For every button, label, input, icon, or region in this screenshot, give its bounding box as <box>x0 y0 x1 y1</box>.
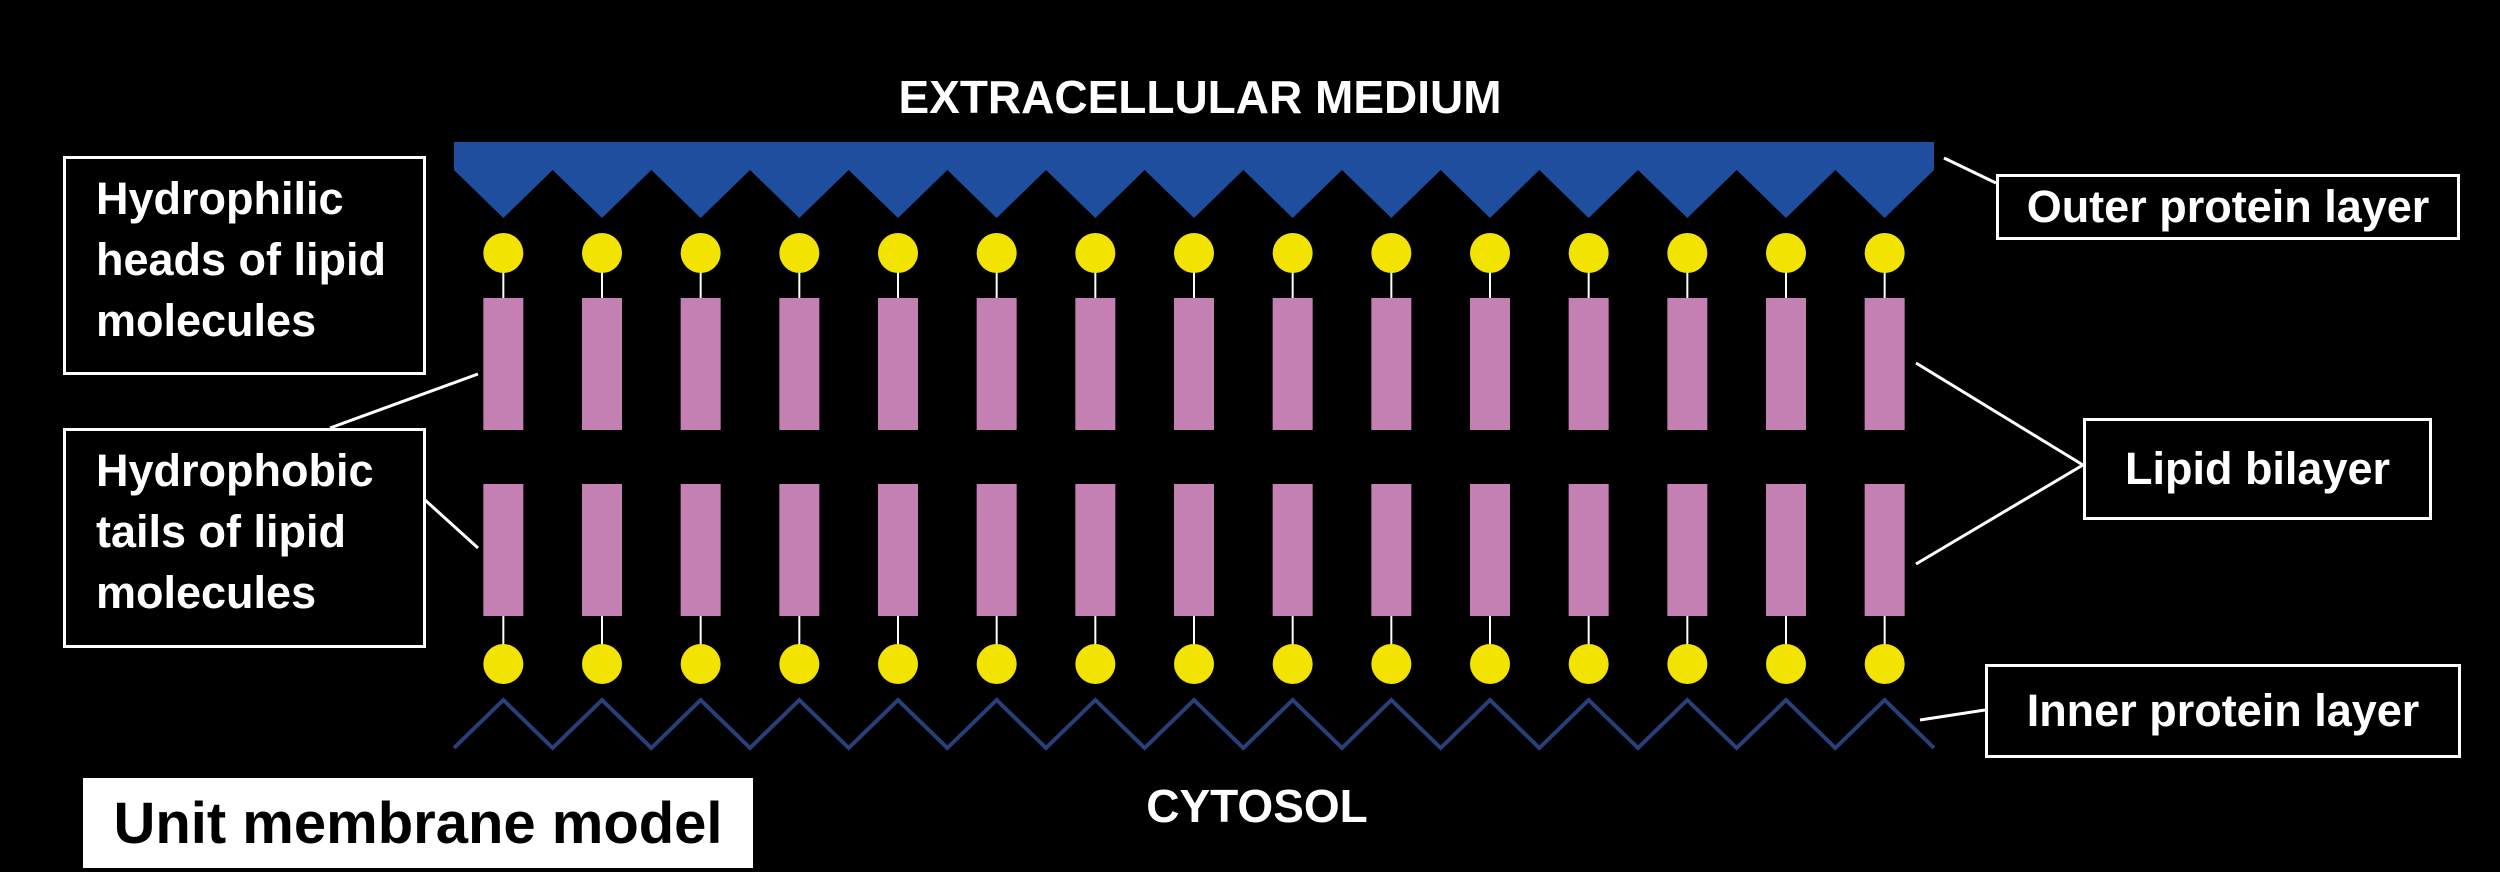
upper-lipid-head <box>1667 233 1708 273</box>
lower-lipid-head <box>976 644 1017 684</box>
upper-lipid-head <box>483 233 524 273</box>
upper-lipid-head <box>1766 233 1806 273</box>
upper-lipid-tail <box>1667 298 1708 430</box>
leader-inner-protein <box>1919 708 1986 722</box>
lower-lipid-tail <box>1371 484 1412 616</box>
inner-protein-layer-callout: Inner protein layer <box>1985 664 2461 758</box>
upper-lipid-head <box>1568 233 1609 273</box>
upper-lipid-tail <box>1766 298 1806 430</box>
upper-lipid-head <box>1075 233 1116 273</box>
outer-protein-layer-callout: Outer protein layer <box>1996 174 2460 240</box>
upper-lipid-tail <box>1174 298 1214 430</box>
leader-hydrophobic <box>329 372 479 430</box>
upper-lipid-tail <box>878 298 918 430</box>
lower-lipid-head <box>1864 644 1905 684</box>
lower-lipid-head <box>779 644 820 684</box>
upper-lipid-tail <box>1568 298 1609 430</box>
lipid-bilayer-callout: Lipid bilayer <box>2083 418 2432 520</box>
lower-lipid-head <box>1470 644 1510 684</box>
upper-lipid-head <box>878 233 918 273</box>
extracellular-medium-label: EXTRACELLULAR MEDIUM <box>898 71 1502 123</box>
upper-lipid-tail <box>976 298 1017 430</box>
model-title: Unit membrane model <box>83 778 753 868</box>
lower-lipid-head <box>483 644 524 684</box>
cytosol-label: CYTOSOL <box>1146 780 1368 832</box>
leader-outer-protein <box>1943 156 1997 185</box>
upper-lipid-head <box>1174 233 1214 273</box>
hydrophobic-line-2: tails of lipid <box>96 505 347 557</box>
upper-lipid-tail <box>1470 298 1510 430</box>
lower-lipid-tail <box>976 484 1017 616</box>
lower-lipid-head <box>1371 644 1412 684</box>
lower-lipid-head <box>582 644 622 684</box>
hydrophilic-line-2: heads of lipid <box>96 233 387 285</box>
lower-lipid-tail <box>1174 484 1214 616</box>
upper-lipid-head <box>1470 233 1510 273</box>
leader-hydrophobic-lower <box>423 498 480 550</box>
hydrophobic-line-3: molecules <box>96 566 317 618</box>
inner-protein-layer <box>452 697 1936 751</box>
upper-lipid-tail <box>1272 298 1313 430</box>
lower-lipid-tail <box>1272 484 1313 616</box>
lower-lipid-tail <box>483 484 524 616</box>
leader-bilayer-lower <box>1915 463 2084 566</box>
hydrophilic-line-3: molecules <box>96 294 317 346</box>
lower-lipid-tail <box>1766 484 1806 616</box>
hydrophilic-line-1: Hydrophilic <box>96 173 344 224</box>
lower-lipid-head <box>680 644 721 684</box>
hydrophobic-tails-callout: Hydrophobic tails of lipid molecules <box>63 428 426 648</box>
upper-lipid-head <box>976 233 1017 273</box>
lower-lipid-head <box>1766 644 1806 684</box>
upper-lipid-head <box>1371 233 1412 273</box>
lower-lipid-tail <box>680 484 721 616</box>
leader-bilayer-upper <box>1915 361 2084 467</box>
upper-lipid-tail <box>1075 298 1116 430</box>
outer-protein-layer <box>454 142 1934 218</box>
upper-lipid-tail <box>483 298 524 430</box>
hydrophobic-line-1: Hydrophobic <box>96 445 374 496</box>
lower-lipid-head <box>1272 644 1313 684</box>
lower-lipid-tail <box>1864 484 1905 616</box>
upper-lipid-head <box>779 233 820 273</box>
upper-lipid-tail <box>779 298 820 430</box>
lower-lipid-head <box>1174 644 1214 684</box>
lower-lipid-head <box>1075 644 1116 684</box>
lipid-bilayer <box>483 233 1905 684</box>
upper-lipid-tail <box>680 298 721 430</box>
lower-lipid-head <box>1568 644 1609 684</box>
lower-lipid-tail <box>582 484 622 616</box>
upper-lipid-tail <box>1864 298 1905 430</box>
lower-lipid-tail <box>1667 484 1708 616</box>
leader-lines <box>329 156 2084 722</box>
lower-lipid-tail <box>1075 484 1116 616</box>
upper-lipid-head <box>1272 233 1313 273</box>
upper-lipid-head <box>1864 233 1905 273</box>
lower-lipid-tail <box>878 484 918 616</box>
upper-lipid-tail <box>1371 298 1412 430</box>
lower-lipid-tail <box>779 484 820 616</box>
upper-lipid-head <box>680 233 721 273</box>
lower-lipid-tail <box>1568 484 1609 616</box>
lower-lipid-tail <box>1470 484 1510 616</box>
upper-lipid-head <box>582 233 622 273</box>
upper-lipid-tail <box>582 298 622 430</box>
lower-lipid-head <box>878 644 918 684</box>
lower-lipid-head <box>1667 644 1708 684</box>
hydrophilic-heads-callout: Hydrophilic heads of lipid molecules <box>63 156 426 375</box>
